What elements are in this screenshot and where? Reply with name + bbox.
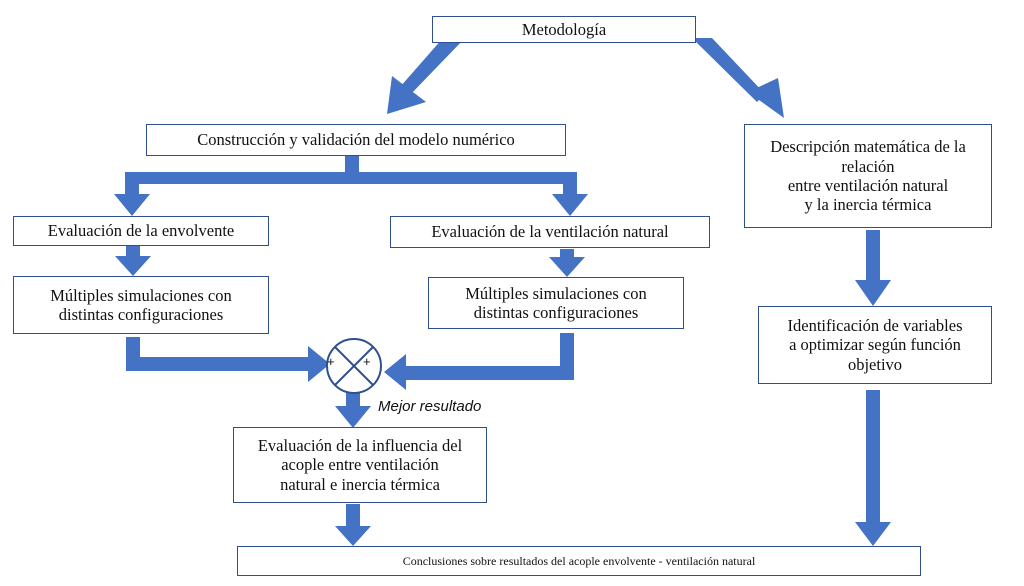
arrow-metodologia-to-descripcion bbox=[692, 38, 784, 118]
node-text-line: Identificación de variables bbox=[787, 315, 963, 335]
node-text-line: relación bbox=[841, 156, 895, 176]
arrow-ventilacion-to-sim bbox=[549, 249, 585, 277]
node-text-line: entre ventilación natural bbox=[787, 176, 949, 195]
arrow-identificacion-to-conclusiones bbox=[855, 390, 891, 546]
node-text-line: Descripción matemática de la bbox=[770, 137, 966, 157]
node-text-line: Evaluación de la envolvente bbox=[47, 221, 235, 241]
node-text-line: y la inercia térmica bbox=[804, 195, 932, 215]
eval-ventilacion-box: Evaluación de la ventilación natural bbox=[390, 216, 710, 248]
node-text-line: Evaluación de la ventilación natural bbox=[431, 222, 669, 242]
eval-envolvente-box: Evaluación de la envolvente bbox=[13, 216, 269, 246]
node-text-line: distintas configuraciones bbox=[473, 303, 639, 322]
arrow-sim-left-to-junction bbox=[126, 337, 330, 382]
arrow-construccion-split bbox=[114, 156, 588, 216]
arrow-descripcion-to-identificacion bbox=[855, 230, 891, 306]
node-text-line: Evaluación de la influencia del bbox=[257, 435, 463, 455]
node-text-line: Múltiples simulaciones con bbox=[50, 285, 232, 305]
junction-plus-left: + bbox=[327, 354, 335, 369]
conclusiones-box: Conclusiones sobre resultados del acople… bbox=[237, 546, 921, 576]
node-text-line: natural e inercia térmica bbox=[280, 474, 440, 494]
node-text-line: Metodología bbox=[521, 19, 607, 39]
best-result-label: Mejor resultado bbox=[378, 398, 482, 415]
node-text-line: acople entre ventilación bbox=[281, 455, 439, 475]
arrow-influencia-to-conclusiones bbox=[335, 504, 371, 546]
construccion-box: Construcción y validación del modelo num… bbox=[146, 124, 566, 156]
node-text-line: objetivo bbox=[847, 354, 903, 374]
node-text-line: distintas configuraciones bbox=[58, 305, 224, 324]
node-text-line: a optimizar según función bbox=[789, 335, 961, 355]
arrow-metodologia-to-construccion bbox=[387, 38, 465, 114]
arrow-envolvente-to-sim bbox=[115, 246, 151, 276]
metodologia-box: Metodología bbox=[432, 16, 696, 43]
junction-plus-right: + bbox=[363, 354, 371, 369]
node-text-line: Conclusiones sobre resultados del acople… bbox=[402, 553, 756, 568]
arrow-junction-to-influencia bbox=[335, 390, 371, 428]
arrow-sim-right-to-junction bbox=[384, 333, 574, 390]
node-text-line: Múltiples simulaciones con bbox=[465, 283, 647, 303]
summing-junction bbox=[326, 338, 382, 394]
node-text-line: Construcción y validación del modelo num… bbox=[197, 130, 515, 150]
